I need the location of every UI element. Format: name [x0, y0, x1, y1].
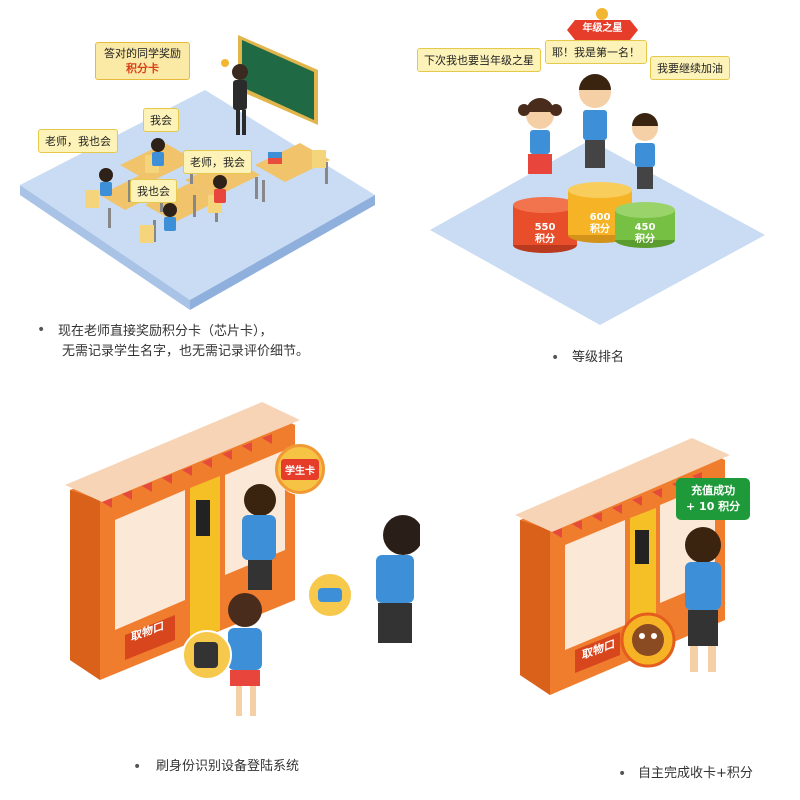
- student-card-badge: 学生卡: [275, 444, 325, 494]
- ranking-illustration: [430, 8, 765, 325]
- i-can-bubble: 我会: [143, 108, 179, 132]
- bullet: •: [133, 759, 142, 775]
- vending-login-illustration: [65, 402, 420, 716]
- recharge-caption: 自主完成收卡+积分: [638, 766, 753, 781]
- classroom-caption-line1: 现在老师直接奖励积分卡（芯片卡），: [58, 324, 273, 339]
- ranking-caption: 等级排名: [572, 350, 625, 365]
- me-too-teacher-bubble: 老师，我也会: [38, 129, 118, 153]
- podium-badge-banner: 年级之星: [582, 23, 623, 34]
- first-place-bubble: 耶！我是第一名！: [545, 40, 647, 64]
- bullet: •: [618, 766, 627, 782]
- recharge-panel: 充值成功 + 10 积分 取物口 • 自主完成收卡+积分: [420, 390, 800, 800]
- login-caption: 刷身份识别设备登陆系统: [156, 759, 300, 774]
- next-time-bubble: 下次我也要当年级之星: [417, 48, 541, 72]
- recharge-illustration: [515, 438, 730, 695]
- classroom-caption-line2: 无需记录学生名字，也无需记录评价细节。: [62, 344, 310, 359]
- i-can-too-bubble: 我也会: [130, 179, 177, 203]
- teacher-i-can-bubble: 老师，我会: [183, 150, 252, 174]
- reward-bubble: 答对的同学奖励 积分卡: [95, 42, 190, 80]
- bullet: •: [551, 350, 560, 366]
- recharge-success-tooltip: 充值成功 + 10 积分: [676, 478, 751, 520]
- classroom-panel: 答对的同学奖励 积分卡 老师，我也会 我会 老师，我会 我也会 • 现在老师直接…: [0, 0, 400, 380]
- bullet: •: [37, 322, 46, 338]
- keep-going-bubble: 我要继续加油: [650, 56, 730, 80]
- vending-login-panel: 学生卡 取物口 • 刷身份识别设备登陆系统: [0, 390, 420, 800]
